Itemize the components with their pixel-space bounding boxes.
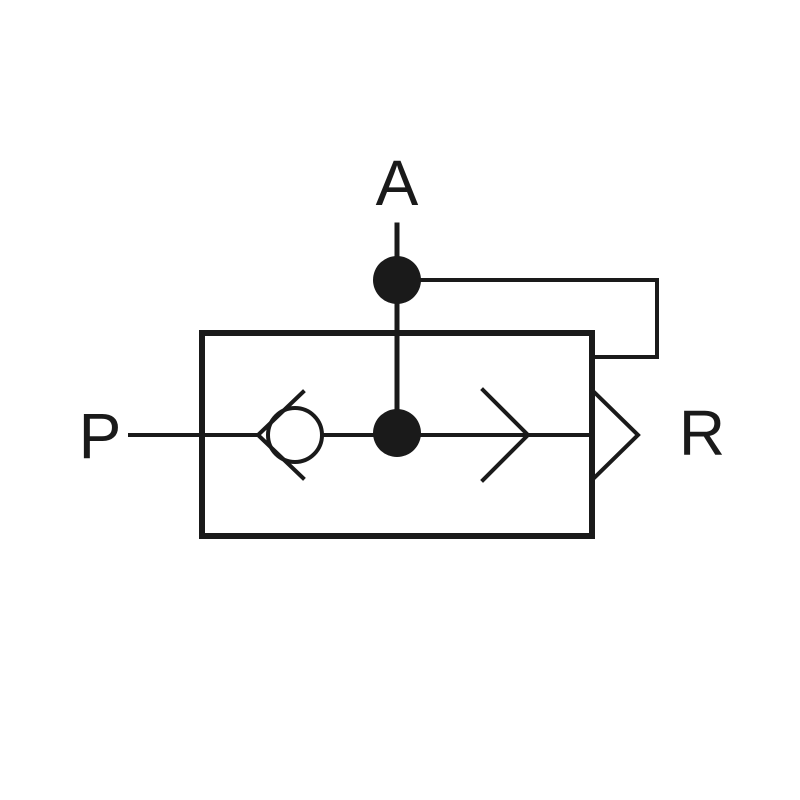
exhaust-symbol bbox=[589, 387, 641, 483]
upper-junction-dot bbox=[373, 256, 421, 304]
check-valve-seat bbox=[255, 389, 306, 481]
check-valve-ball bbox=[266, 406, 324, 464]
port-label-a: A bbox=[376, 147, 419, 219]
flow-arrow bbox=[480, 387, 531, 483]
port-label-p: P bbox=[79, 400, 122, 472]
port-label-r: R bbox=[679, 397, 725, 469]
internal-junction-dot bbox=[373, 409, 421, 457]
pilot-line bbox=[418, 278, 659, 359]
